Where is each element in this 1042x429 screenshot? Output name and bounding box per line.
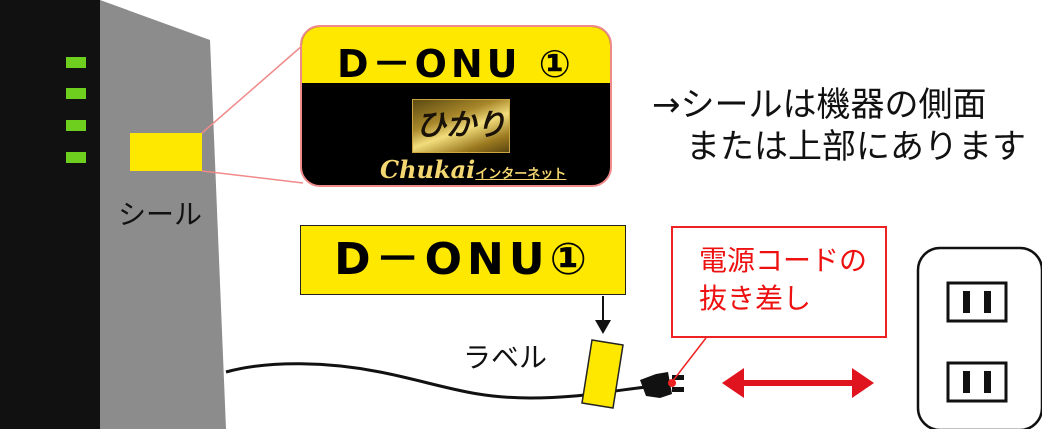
power-cord-note-box: 電源コードの 抜き差し <box>671 226 887 338</box>
seal-code: D－ONU ① <box>337 42 575 86</box>
device-side <box>100 0 226 429</box>
device-seal <box>130 133 202 171</box>
led-indicator-icon <box>66 88 86 99</box>
chukai-logo: Chukaiインターネット <box>380 158 580 183</box>
callout-line-bottom <box>201 170 304 184</box>
location-note: →シールは機器の側面 または上部にあります <box>652 84 1032 168</box>
led-indicator-icon <box>66 57 86 68</box>
chukai-logo-latin: Chukai <box>380 155 476 184</box>
power-box-pointer <box>671 337 707 383</box>
power-box-pointer-dot <box>668 379 676 387</box>
device-front <box>0 0 100 429</box>
chukai-logo-jp: インターネット <box>475 167 567 182</box>
label-code-box: D－ONU① <box>300 225 626 295</box>
callout-line-top <box>201 44 304 134</box>
power-plug-icon <box>640 372 684 398</box>
label-arrow-head <box>595 320 611 334</box>
label-caption: ラベル <box>463 341 548 374</box>
seal-yellow-band <box>302 27 610 83</box>
hikari-logo-text: ひかり <box>416 108 506 143</box>
device-tower-icon <box>0 0 226 429</box>
seal-zoom-card: D－ONU ① ひかり Chukaiインターネット <box>300 25 612 187</box>
power-cord-note-line2: 抜き差し <box>699 282 812 315</box>
led-indicator-icon <box>66 120 86 131</box>
wall-outlet-icon <box>916 246 1042 429</box>
location-note-line1: →シールは機器の側面 <box>652 85 987 125</box>
led-indicator-icon <box>66 152 86 163</box>
cord-label-tag <box>581 339 624 409</box>
double-arrow-icon <box>722 368 874 398</box>
hikari-logo: ひかり <box>412 99 510 153</box>
location-note-line2: または上部にあります <box>686 127 1026 167</box>
power-cord-note-line1: 電源コードの <box>699 244 868 277</box>
label-code: D－ONU① <box>334 234 592 285</box>
led-group <box>66 57 86 163</box>
seal-caption: シール <box>118 198 203 231</box>
